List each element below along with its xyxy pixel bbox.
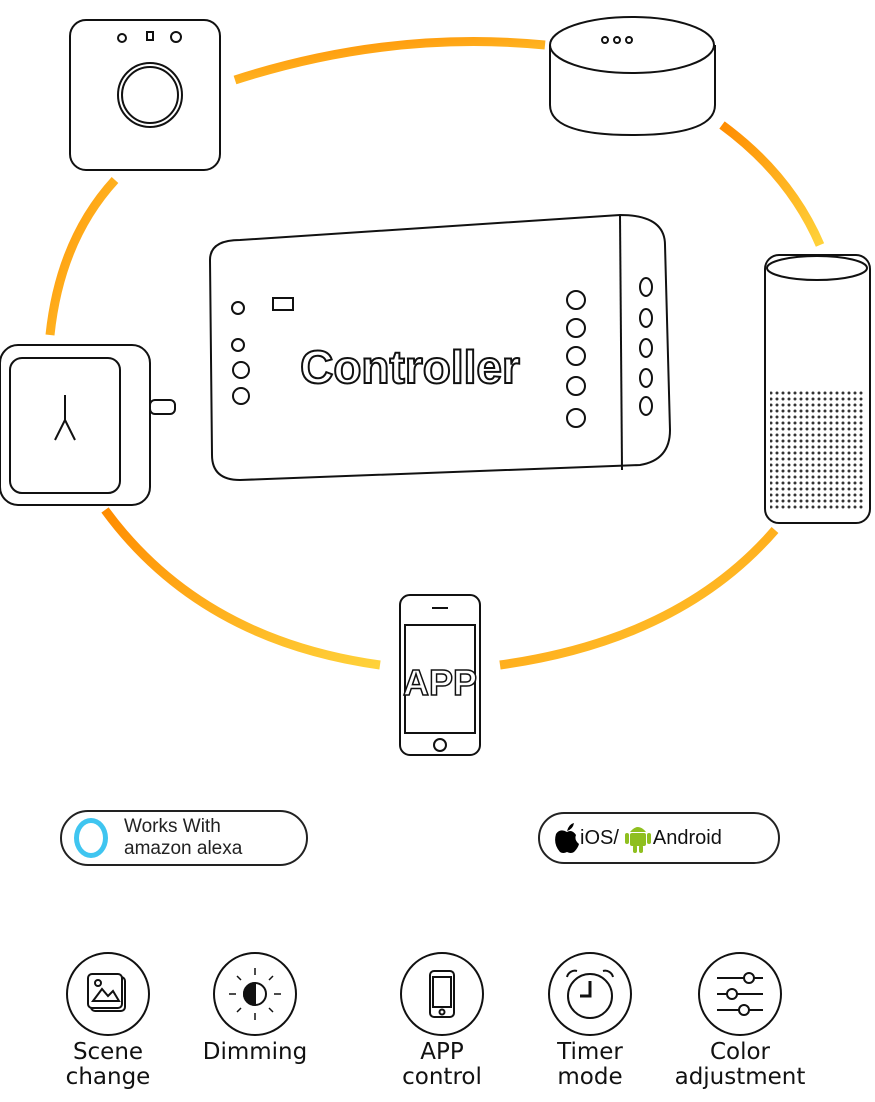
arc-echo-phone	[499, 527, 779, 670]
works-with-text: Works With	[124, 816, 221, 837]
feature-dimming: Dimming	[185, 952, 325, 1065]
feature-label: mode	[557, 1064, 623, 1090]
feature-label: change	[65, 1064, 151, 1090]
feature-label: adjustment	[674, 1064, 806, 1090]
amazon-echo-device	[764, 254, 871, 524]
android-text: Android	[652, 826, 722, 849]
bridge-hub-device	[69, 19, 221, 171]
arc-plug-hub	[45, 176, 119, 336]
phone-icon	[429, 970, 455, 1018]
ios-text: iOS/	[580, 826, 619, 849]
controller-device	[208, 213, 672, 482]
android-icon	[624, 827, 651, 853]
arc-phone-plug	[101, 507, 381, 670]
connection-arcs	[45, 37, 825, 670]
dimming-icon	[229, 968, 281, 1020]
app-label: APP	[403, 662, 477, 703]
feature-label: Color	[709, 1039, 771, 1065]
ios-android-badge:  iOS/ Android	[538, 812, 780, 864]
feature-label: Scene	[72, 1039, 144, 1065]
sliders-icon	[717, 972, 763, 1016]
smartphone-device	[399, 594, 481, 756]
smart-speaker-device	[549, 16, 716, 137]
feature-label: control	[402, 1064, 482, 1090]
arc-speaker-echo	[719, 121, 825, 247]
scene-icon	[87, 973, 126, 1012]
amazon-alexa-text: amazon alexa	[124, 838, 243, 859]
controller-label: Controller	[300, 341, 520, 393]
smart-plug-device	[0, 344, 176, 506]
apple-icon-shape	[555, 823, 579, 853]
alexa-icon	[74, 818, 108, 858]
smart-home-diagram: Controller APP	[0, 16, 871, 756]
works-with-alexa-badge: Works With amazon alexa	[60, 810, 308, 866]
arc-hub-speaker	[233, 37, 546, 85]
alarm-clock-icon	[566, 969, 614, 1019]
feature-label: APP	[420, 1039, 464, 1065]
feature-label: Timer	[557, 1039, 623, 1065]
feature-label: Dimming	[202, 1039, 308, 1065]
